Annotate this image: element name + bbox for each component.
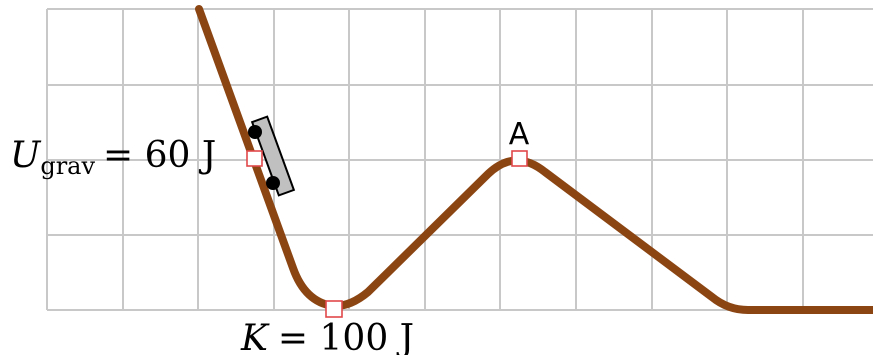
cart-wheel-lower [266, 176, 280, 190]
marker-point-a [511, 150, 528, 167]
cart [250, 115, 296, 197]
potential-value: = 60 J [103, 135, 216, 176]
cart-wheel-upper [248, 125, 262, 139]
potential-energy-label: Ugrav = 60 J [10, 135, 216, 180]
marker-cart-position [246, 150, 263, 167]
potential-symbol: U [10, 135, 42, 176]
cart-body [250, 115, 296, 197]
potential-subscript: grav [40, 152, 95, 180]
background-grid [46, 8, 873, 311]
kinetic-symbol: K [240, 318, 270, 355]
coaster-track [195, 5, 873, 314]
point-a-label: A [509, 117, 530, 152]
marker-bottom-point [325, 300, 343, 318]
kinetic-value: = 100 J [278, 318, 414, 355]
kinetic-energy-label: K= 100 J [240, 318, 414, 355]
